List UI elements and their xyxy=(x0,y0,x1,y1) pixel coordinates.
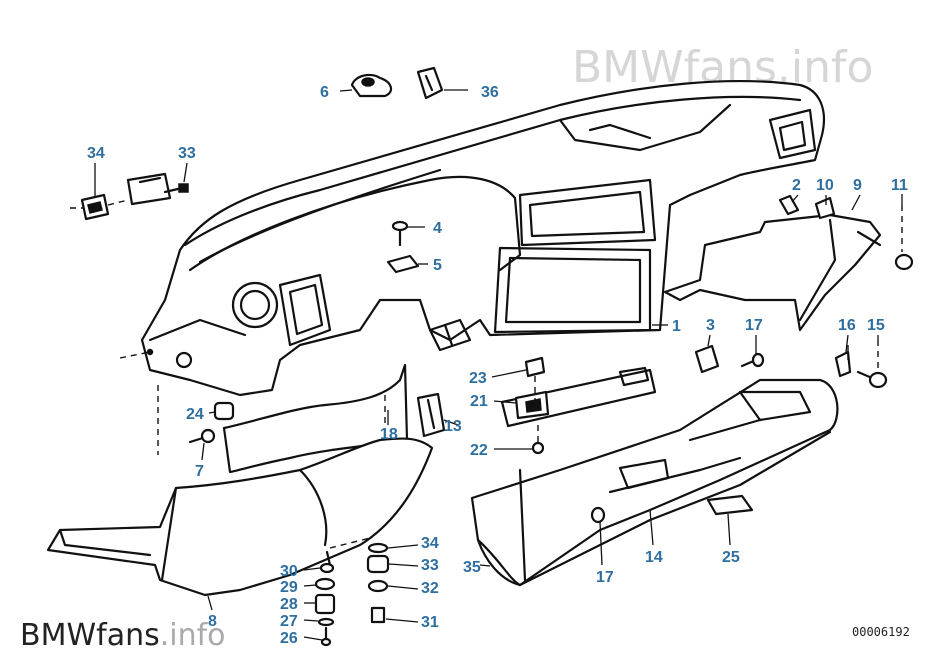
callout-7: 7 xyxy=(195,463,204,480)
dashboard-part xyxy=(140,79,826,397)
callout-27: 27 xyxy=(280,613,298,630)
watermark-bottom-suffix: .info xyxy=(159,618,226,653)
lower-panel-8 xyxy=(46,437,434,597)
callout-8: 8 xyxy=(208,613,217,630)
callout-1: 1 xyxy=(672,318,681,335)
callout-9: 9 xyxy=(853,177,862,194)
pad-25 xyxy=(706,494,754,516)
callout-35: 35 xyxy=(463,559,481,576)
callout-15: 15 xyxy=(867,317,885,334)
callout-23: 33 xyxy=(178,145,196,162)
callout-36: 36 xyxy=(481,84,499,101)
clip-16 xyxy=(834,345,852,378)
cap-11 xyxy=(894,205,914,271)
callout-19: 21 xyxy=(470,393,488,410)
side-panel-9 xyxy=(663,213,882,332)
callout-10: 10 xyxy=(816,177,834,194)
callout-17-top: 17 xyxy=(745,317,763,334)
callout-21: 23 xyxy=(469,370,487,387)
callout-32: 32 xyxy=(421,580,439,597)
callouts: 6 36 34 33 4 5 1 2 10 9 11 3 17 16 15 23… xyxy=(87,84,908,647)
watermark-bottom-brand: BMWfans xyxy=(20,618,160,653)
callout-6: 6 xyxy=(320,84,329,101)
screw-17-top xyxy=(740,352,765,368)
clip-5 xyxy=(386,254,420,274)
callout-17-bottom: 17 xyxy=(596,569,614,586)
screw-15 xyxy=(856,340,888,389)
socket-10 xyxy=(814,196,836,220)
callout-20: 22 xyxy=(470,442,488,459)
leader-lines xyxy=(94,89,903,641)
bracket-19 xyxy=(500,366,657,428)
clip-3 xyxy=(694,344,720,374)
callout-31: 31 xyxy=(421,614,439,631)
clip-36 xyxy=(416,66,444,100)
buffer-stack-left xyxy=(314,537,371,647)
callout-4: 4 xyxy=(433,220,442,237)
callout-24: 34 xyxy=(87,145,105,162)
callout-28: 28 xyxy=(280,596,298,613)
buffer-stack-right xyxy=(366,542,390,624)
screw-7 xyxy=(188,428,216,444)
bulb-2 xyxy=(778,194,800,216)
diagram-code: 00006192 xyxy=(852,625,910,639)
bracket-23 xyxy=(126,172,189,206)
glovebox-tray-35 xyxy=(470,378,839,587)
callout-16: 16 xyxy=(838,317,856,334)
guide-left-top xyxy=(119,351,151,359)
callout-26: 26 xyxy=(280,630,298,647)
pin-20 xyxy=(531,425,545,455)
bracket-24 xyxy=(70,193,129,221)
callout-34: 34 xyxy=(421,535,439,552)
callout-2: 2 xyxy=(792,177,801,194)
callout-29: 29 xyxy=(280,579,298,596)
knob-22 xyxy=(213,401,235,421)
callout-18: 18 xyxy=(380,426,398,443)
callout-5: 5 xyxy=(433,257,442,274)
clip-6 xyxy=(350,73,393,98)
callout-30: 30 xyxy=(280,563,298,580)
screw-17-bottom xyxy=(590,506,606,524)
nut-21 xyxy=(524,356,546,400)
callout-33: 33 xyxy=(421,557,439,574)
screw-4 xyxy=(391,220,409,247)
callout-13: 13 xyxy=(444,418,462,435)
callout-3: 3 xyxy=(706,317,715,334)
callout-14: 14 xyxy=(645,549,663,566)
callout-25: 25 xyxy=(722,549,740,566)
callout-22: 24 xyxy=(186,406,204,423)
watermark-bottom: BMWfans.info xyxy=(20,618,226,653)
callout-11: 11 xyxy=(891,177,908,194)
clip-13 xyxy=(416,392,446,438)
